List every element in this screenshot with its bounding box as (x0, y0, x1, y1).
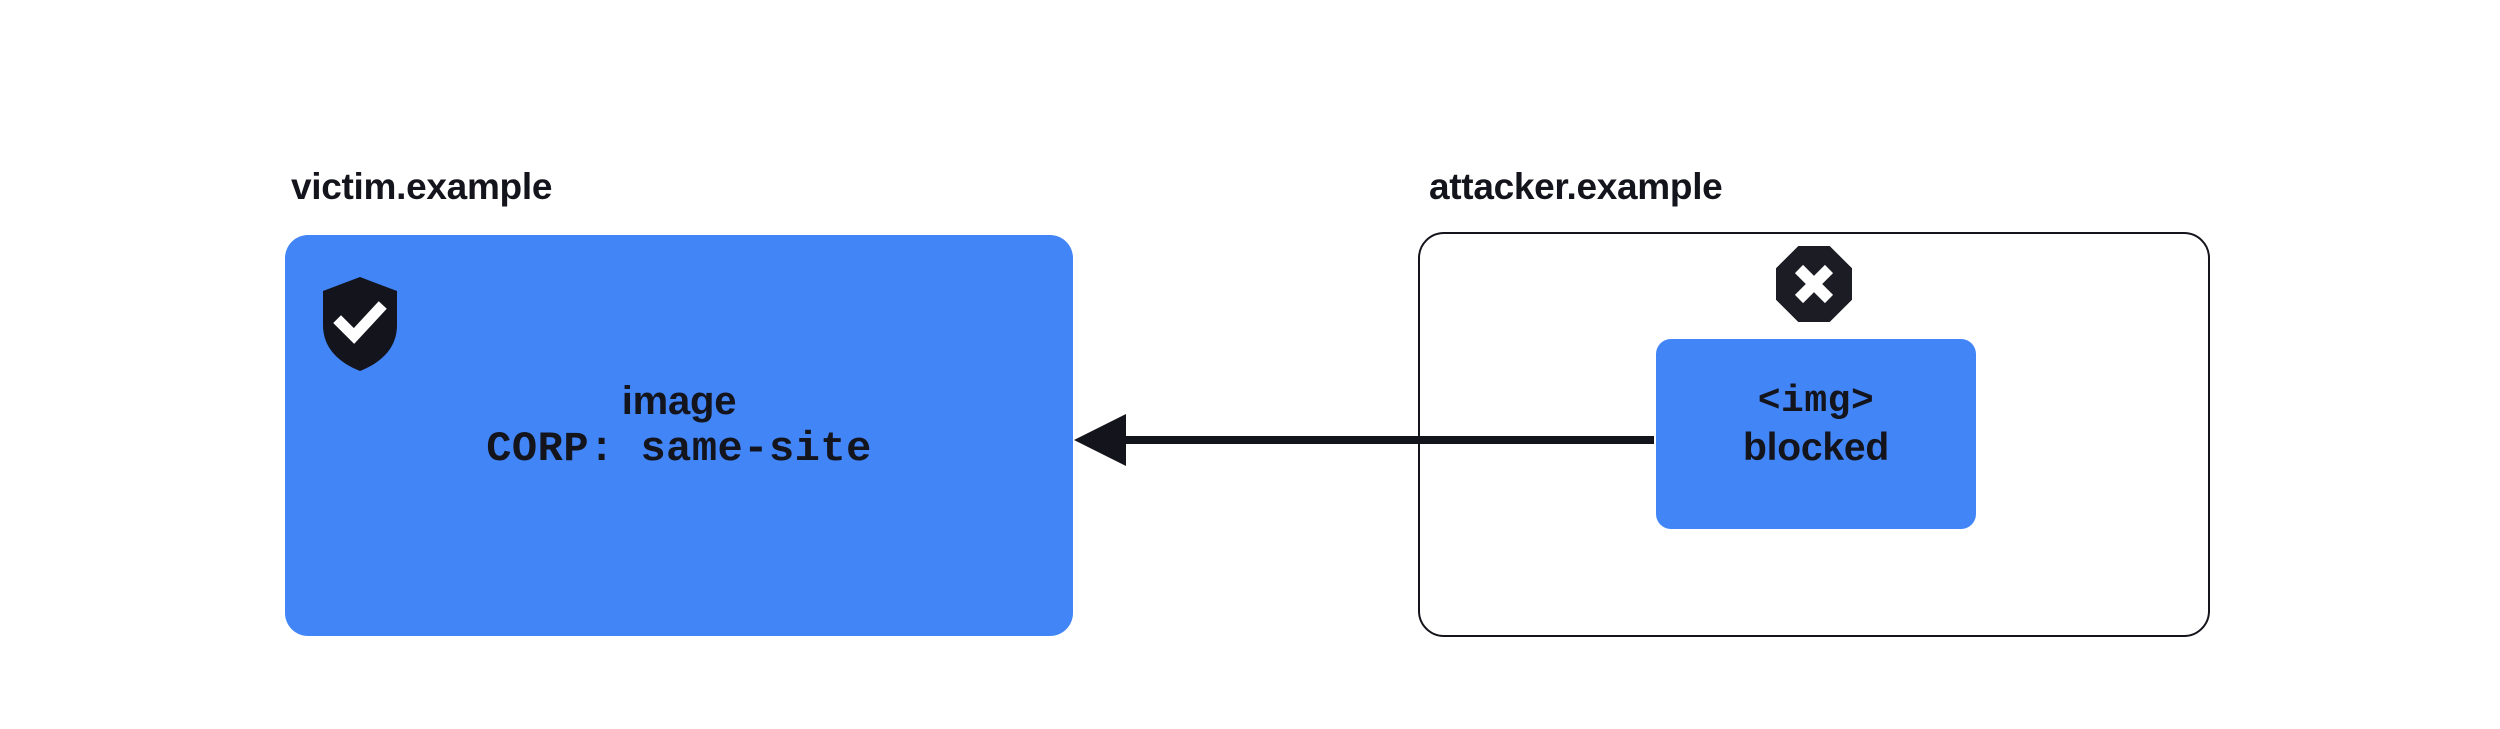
attacker-request-status: blocked (1743, 426, 1889, 469)
victim-resource-name: image (621, 379, 737, 423)
request-arrow-left-icon (1074, 414, 1654, 466)
attacker-request-tag: <img> (1757, 380, 1875, 423)
octagon-x-blocked-icon (1776, 246, 1852, 322)
victim-resource-text: image CORP: same-site (285, 378, 1073, 473)
attacker-request-box: <img> blocked (1656, 339, 1976, 529)
attacker-origin-label: attacker.example (1429, 166, 1723, 207)
shield-check-icon (323, 277, 397, 371)
victim-resource-box (285, 235, 1073, 636)
attacker-request-text: <img> blocked (1656, 379, 1976, 471)
victim-origin-label: victim.example (291, 166, 553, 207)
victim-resource-corp-header: CORP: same-site (486, 425, 872, 473)
